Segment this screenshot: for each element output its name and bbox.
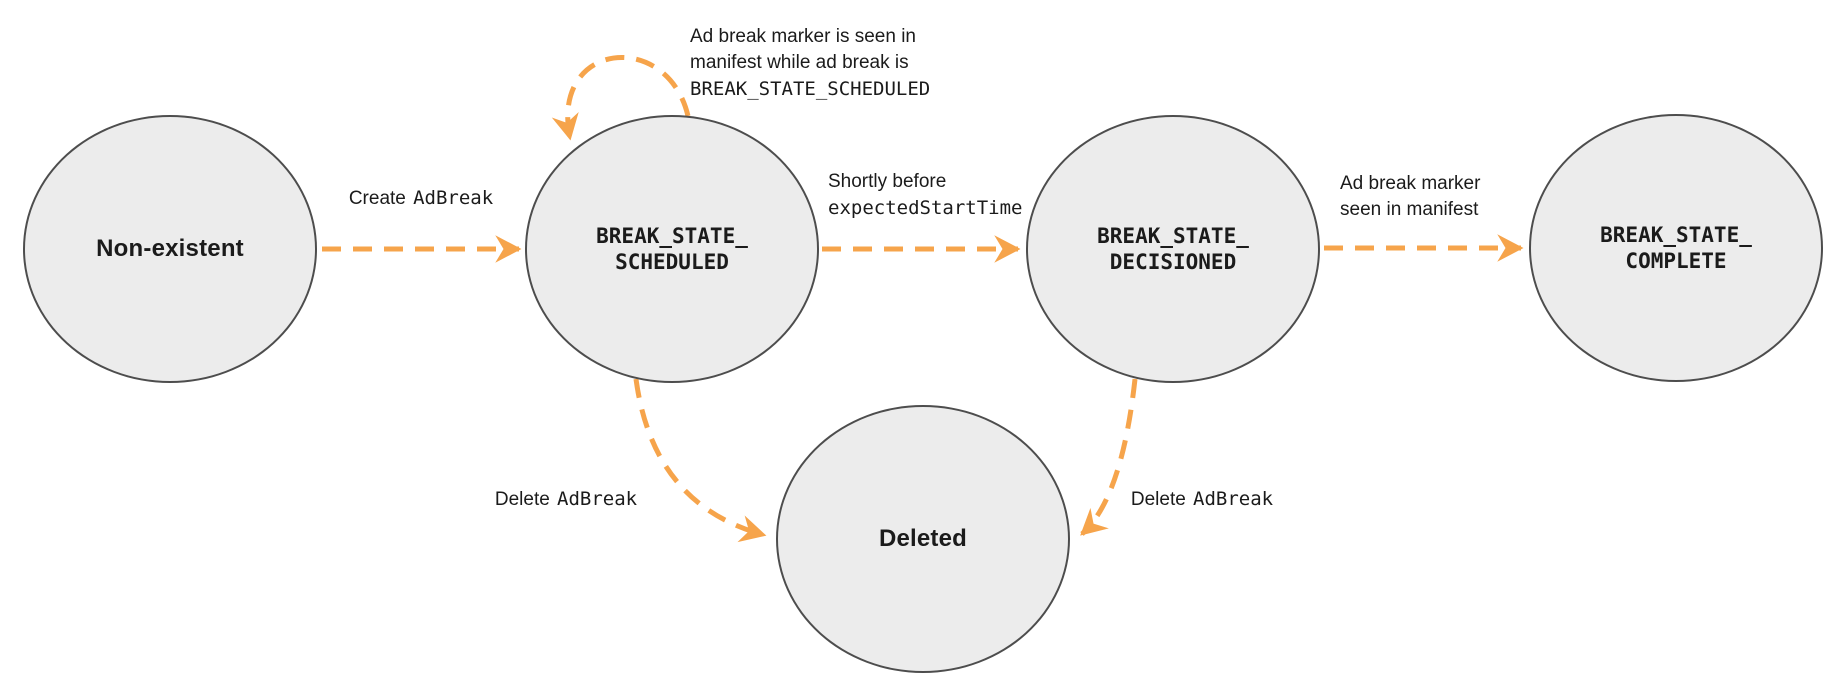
state-node-break-state-complete: BREAK_STATE_ COMPLETE [1529,114,1823,382]
edge-label-shortly-before: Shortly before expectedStartTime [828,169,1022,221]
state-node-deleted: Deleted [776,405,1070,673]
edge-label-create-adbreak: Create AdBreak [341,185,501,212]
state-label-break-state-complete: BREAK_STATE_ COMPLETE [1600,222,1752,274]
state-label-non-existent: Non-existent [96,235,244,262]
edge-self-loop-arrow [551,55,691,141]
edge-label-text: Delete [494,489,550,510]
edge-label-line2: seen in manifest [1340,199,1479,220]
state-node-break-state-decisioned: BREAK_STATE_ DECISIONED [1026,115,1320,383]
state-label-line2: COMPLETE [1625,249,1727,273]
state-label-break-state-scheduled: BREAK_STATE_ SCHEDULED [596,223,748,275]
state-label-line1: BREAK_STATE_ [1097,224,1249,248]
edge-label-delete-adbreak-right: Delete AdBreak [1122,486,1282,513]
edge-label-delete-adbreak-left: Delete AdBreak [486,486,646,513]
edge-label-marker-seen: Ad break marker seen in manifest [1340,171,1480,223]
state-label-deleted: Deleted [878,525,968,552]
state-node-break-state-scheduled: BREAK_STATE_ SCHEDULED [525,115,819,383]
state-label-break-state-decisioned: BREAK_STATE_ DECISIONED [1097,223,1249,275]
edge-label-line1: Ad break marker [1340,173,1481,194]
edge-label-text: Create [348,188,406,209]
edge-label-code: AdBreak [413,187,494,209]
edge-label-text: Delete [1130,489,1186,510]
edge-label-line2: manifest while ad break is [690,52,909,73]
state-label-line1: BREAK_STATE_ [596,224,748,248]
state-label-line2: DECISIONED [1109,250,1237,274]
edge-label-code: AdBreak [1193,488,1274,510]
state-label-line2: SCHEDULED [615,250,729,274]
edge-label-code: AdBreak [557,488,638,510]
edge-decisioned-to-deleted-arrow [1080,378,1138,536]
state-node-non-existent: Non-existent [23,115,317,383]
edge-label-line1: Shortly before [828,171,947,192]
state-label-line1: BREAK_STATE_ [1600,223,1752,247]
edge-label-self-loop: Ad break marker is seen in manifest whil… [690,24,930,102]
edge-scheduled-to-deleted-arrow [633,378,767,543]
edge-label-code: expectedStartTime [828,197,1023,219]
edge-label-code: BREAK_STATE_SCHEDULED [690,78,931,100]
edge-label-line1: Ad break marker is seen in [690,26,916,47]
